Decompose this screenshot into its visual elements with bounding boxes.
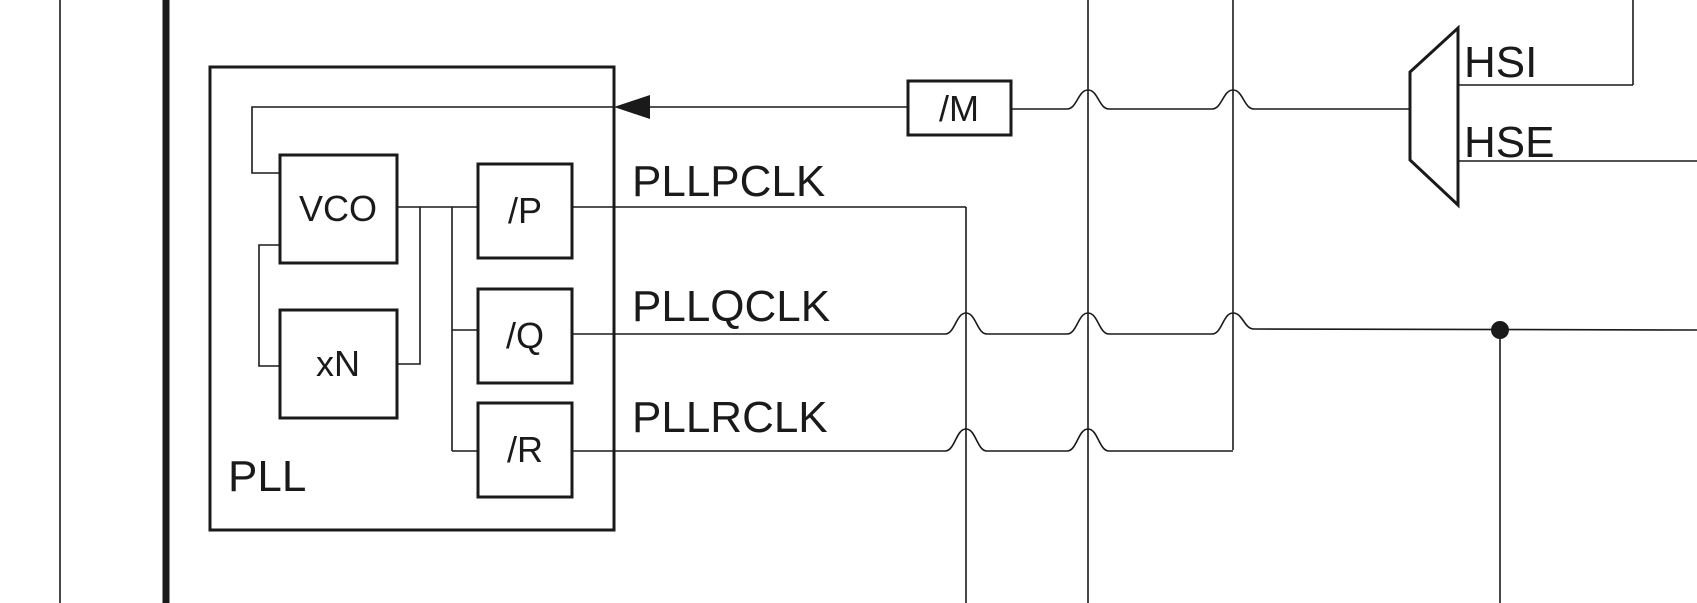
pll-internal-input-wire	[251, 106, 614, 174]
vco-label: VCO	[299, 188, 377, 229]
hse-label: HSE	[1464, 118, 1554, 167]
divider-p-label: /P	[508, 190, 542, 231]
mux-to-prescaler-wire	[1011, 89, 1410, 110]
pllpclk-label: PLLPCLK	[632, 157, 825, 206]
multiplier-box	[278, 308, 399, 420]
feedback-loop-wire-left	[258, 244, 280, 367]
multiplier-label: xN	[316, 343, 360, 384]
pllrclk-label: PLLRCLK	[632, 393, 828, 442]
divider-q-box	[476, 287, 574, 385]
pllqclk-junction-dot	[1491, 321, 1509, 339]
divider-r-box	[476, 401, 574, 499]
divider-q-label: /Q	[506, 315, 544, 356]
pllqclk-label: PLLQCLK	[632, 282, 830, 331]
pllrclk-output-wire	[572, 428, 1233, 452]
divider-r-label: /R	[507, 429, 543, 470]
pll-block-title: PLL	[228, 452, 306, 501]
vco-box	[278, 153, 399, 265]
prescaler-m-box	[906, 79, 1013, 137]
hsi-label: HSI	[1464, 38, 1537, 87]
prescaler-m-label: /M	[939, 88, 979, 129]
pll-input-arrow	[614, 95, 650, 119]
pllqclk-output-wire	[572, 312, 1697, 335]
divider-p-box	[476, 162, 574, 260]
clock-source-mux	[1408, 24, 1460, 209]
feedback-loop-wire-right	[398, 207, 421, 365]
